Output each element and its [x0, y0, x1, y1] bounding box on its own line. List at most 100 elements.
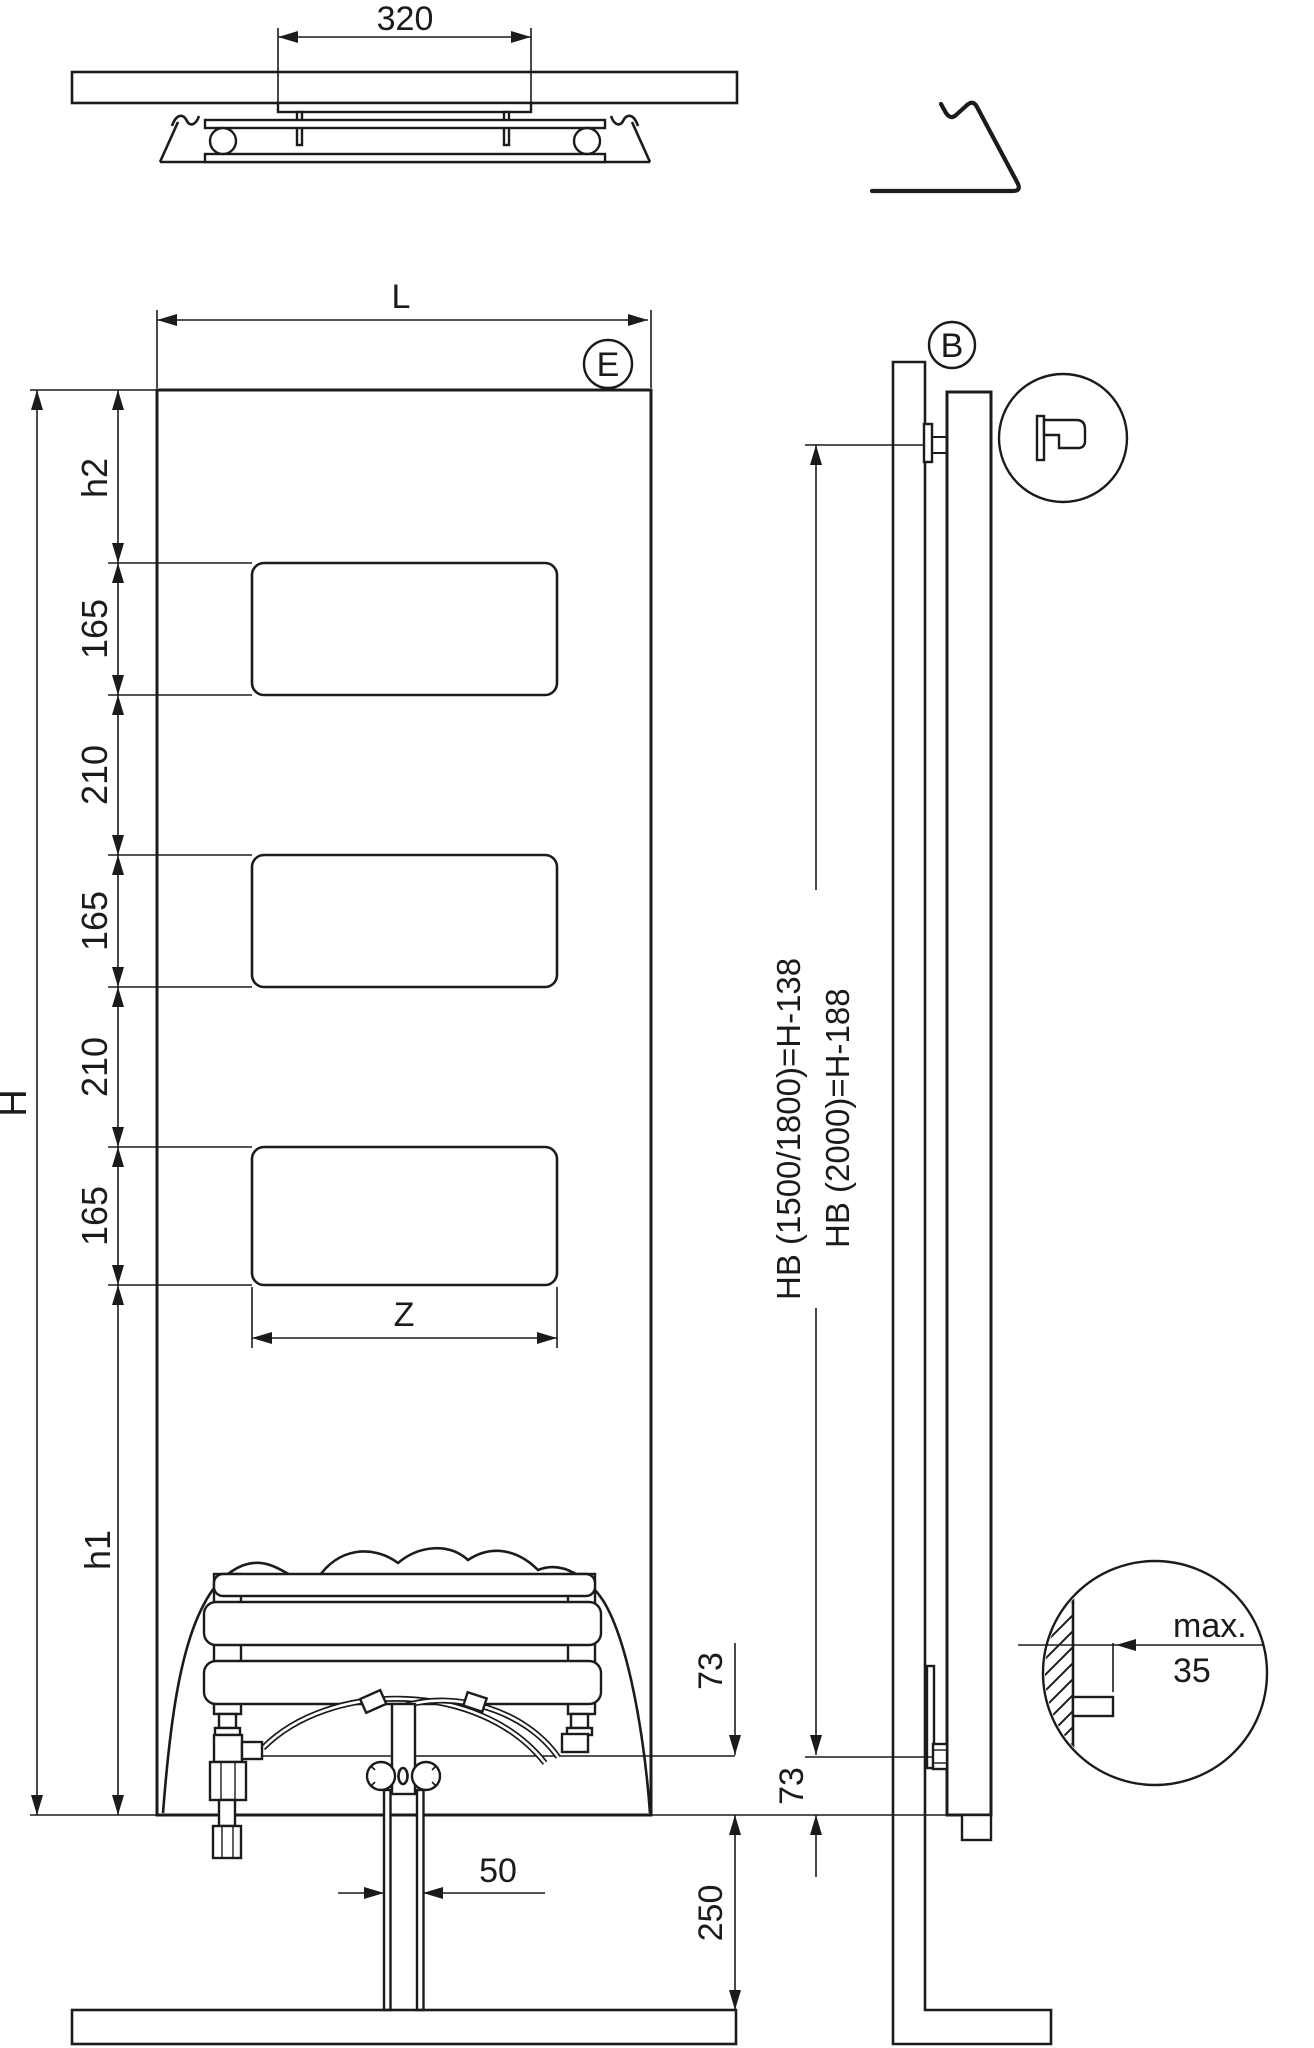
arrowhead [112, 1127, 124, 1147]
wall-bracket-top [922, 422, 934, 464]
dim-Z-label: Z [394, 1296, 415, 1334]
knob-tick [370, 1781, 376, 1787]
bracket-rail-plate [276, 101, 533, 114]
arrowhead [112, 543, 124, 563]
panel-section-top-plate [203, 118, 607, 130]
bracket-bent-profile [869, 100, 1021, 194]
towel-slot-2 [250, 853, 559, 989]
dim-50-label: 50 [479, 1852, 517, 1890]
arrowhead [112, 1285, 124, 1305]
side-view: HB (1500/1800)=H-138 HB (2000)=H-188 73 … [770, 320, 1269, 2046]
dim-320-label: 320 [377, 0, 434, 38]
detail-circle-bottom [1041, 1559, 1269, 1787]
arrowhead [112, 675, 124, 695]
max-label: max. [1173, 1607, 1247, 1645]
dim-Z: Z [251, 1287, 558, 1348]
detail-clip-group [1045, 1563, 1075, 1783]
label-165-2: 165 [74, 891, 115, 951]
dim-250: 250 [692, 1815, 741, 2010]
towel-bar-top [212, 1572, 597, 1598]
collector-tube-section-left [208, 126, 238, 156]
arrowhead [112, 1265, 124, 1285]
label-210-2: 210 [74, 1037, 115, 1097]
arrowhead [278, 31, 298, 43]
hose-left-core [262, 1697, 547, 1764]
panel-section-bottom-plate [203, 152, 607, 164]
arrowhead [537, 1332, 557, 1344]
elbow-hex-right [560, 1732, 590, 1754]
supply-pipe-right [415, 1788, 425, 2012]
dim-73-side-label: 73 [773, 1767, 811, 1805]
valve-nipple-left [217, 1712, 238, 1730]
wall-section-top [70, 70, 739, 105]
dim-H-label: H [0, 1089, 35, 1116]
panel-section-cap-left [158, 121, 180, 163]
front-view: L E H [0, 278, 947, 2046]
knob-tick [431, 1781, 437, 1787]
dim-250-label: 250 [692, 1885, 730, 1942]
connection-nut [931, 1742, 949, 1771]
connection-block [390, 1702, 417, 1796]
arrowhead [810, 1735, 822, 1755]
hook-detail-bottom: max. 35 [1018, 1559, 1269, 1787]
arrowhead [31, 390, 43, 410]
hose-right-core [403, 1699, 560, 1758]
marker-b-label: B [941, 327, 964, 365]
arrowhead [157, 314, 177, 326]
arrowhead [112, 1147, 124, 1167]
arrowhead [112, 390, 124, 410]
marker-circle-b [927, 320, 977, 370]
towel-slot-1 [250, 561, 559, 697]
arrowhead [112, 1795, 124, 1815]
arrowhead [364, 1887, 384, 1899]
dim-50: 50 [338, 1852, 545, 1899]
towel-slot-3 [250, 1145, 559, 1287]
radiator-side-panel [945, 390, 993, 1817]
bracket-profile-view [869, 100, 1021, 194]
arrowhead [112, 855, 124, 875]
break-cloud [161, 1547, 652, 1814]
arrowhead [112, 563, 124, 583]
floor-section-front [70, 2008, 738, 2046]
hb-formula-1: HB (1500/1800)=H-138 [770, 958, 807, 1300]
arrowhead [810, 445, 822, 465]
arrowhead [628, 314, 648, 326]
valve-nipple-right [569, 1712, 590, 1730]
bottom-plug [960, 1813, 993, 1842]
radiator-front-panel [155, 388, 653, 1817]
arrowhead [511, 31, 531, 43]
hook-detail-top [997, 372, 1129, 504]
arrowhead [112, 967, 124, 987]
valve-body-left [212, 1733, 244, 1764]
wall-bracket-bottom [925, 1664, 936, 1770]
label-165-3: 165 [74, 1186, 115, 1246]
valve-assembly [161, 1547, 735, 2012]
top-view-bracket-section: 320 [70, 0, 739, 164]
arrowhead [112, 987, 124, 1007]
collector-tube-section-right [572, 126, 602, 156]
wall-section-detail [1045, 1563, 1073, 1783]
break-squiggle-right [609, 114, 640, 127]
knob-tick [431, 1765, 437, 1771]
label-h1: h1 [77, 1530, 118, 1570]
dim-73-front-label: 73 [692, 1652, 730, 1690]
marker-e-label: E [597, 346, 620, 384]
valve-cap-left [211, 1824, 243, 1860]
marker-circle-e [582, 338, 634, 390]
panel-edge-plate [1035, 414, 1046, 462]
arrowhead [729, 1990, 741, 2010]
knob-tick [370, 1765, 376, 1771]
arrowhead [31, 1795, 43, 1815]
valve-pipe-left [217, 1798, 237, 1828]
block-slot [397, 1766, 409, 1786]
label-210-1: 210 [74, 745, 115, 805]
towel-bar-middle [202, 1600, 603, 1647]
arrowhead [1116, 1639, 1136, 1651]
arrowhead [252, 1332, 272, 1344]
hb-formula-2: HB (2000)=H-188 [819, 988, 856, 1248]
dim-73-front: 73 [692, 1643, 741, 1835]
arrowhead [112, 835, 124, 855]
hose-fitting-1 [358, 1688, 388, 1715]
